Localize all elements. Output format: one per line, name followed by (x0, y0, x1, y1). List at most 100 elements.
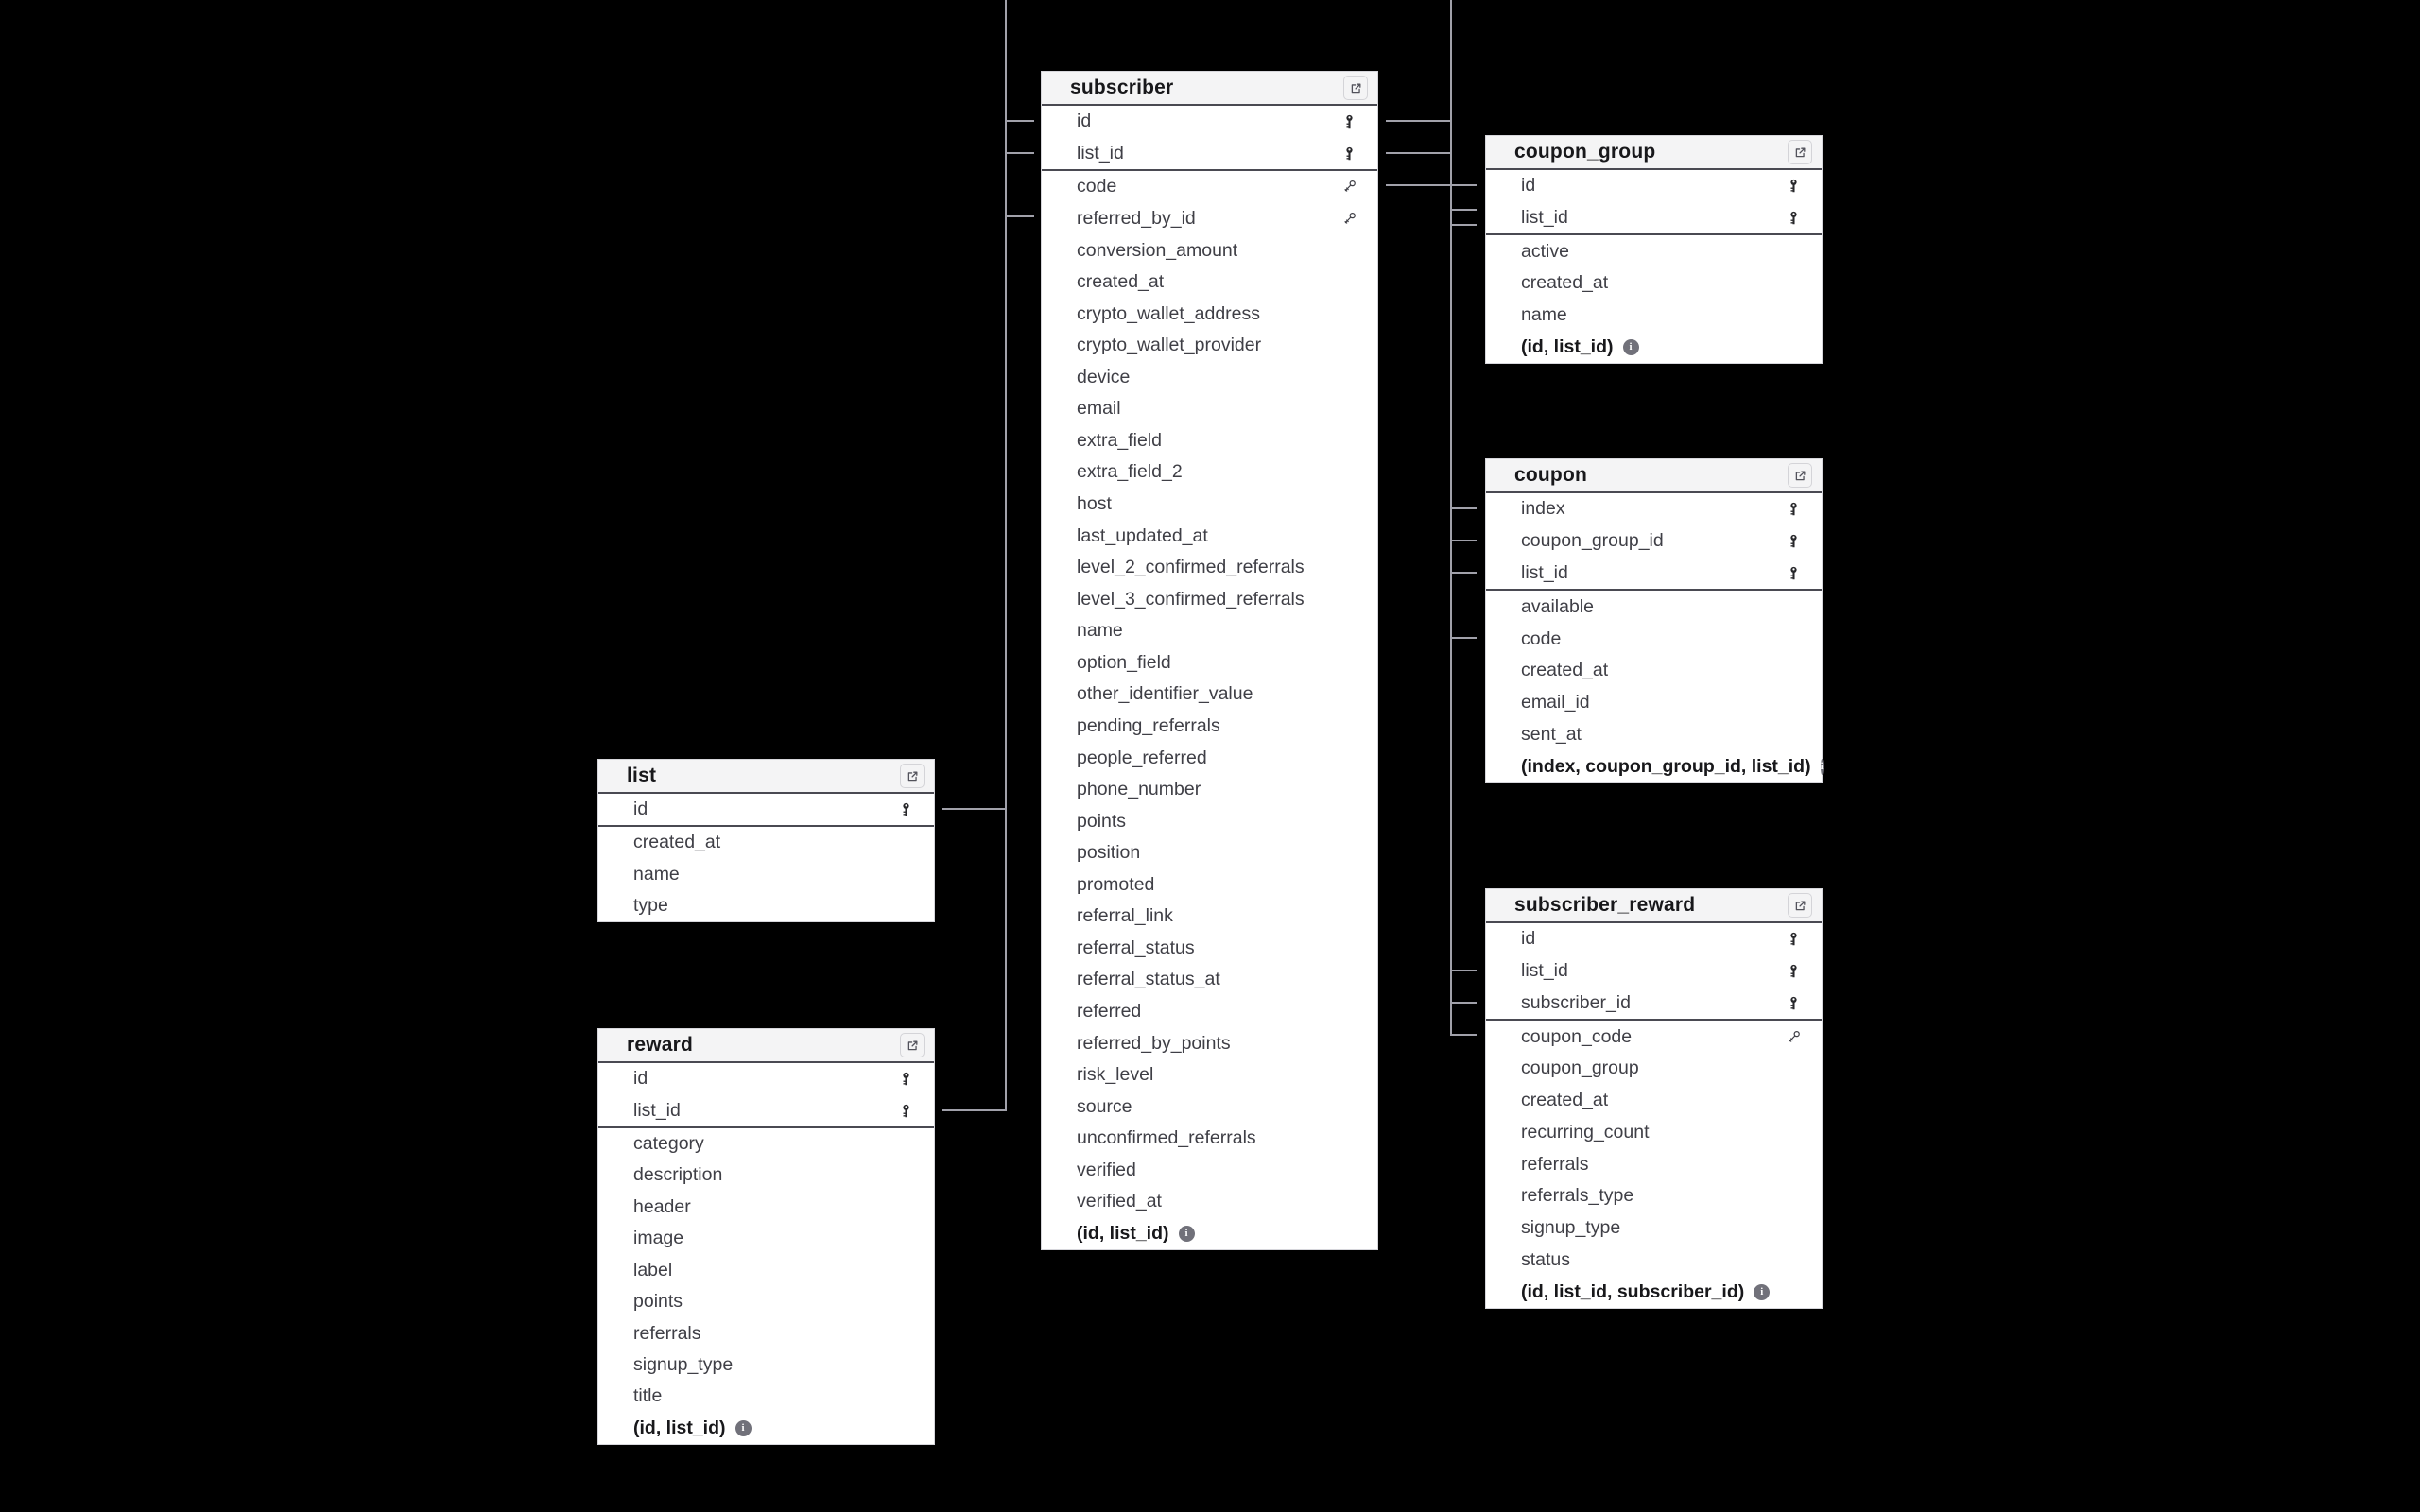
field-row: list_id (1486, 955, 1822, 988)
field-name: referred (1077, 1001, 1142, 1022)
open-table-button[interactable] (900, 764, 925, 788)
relationship-line-horizontal (1386, 120, 1452, 122)
field-name: coupon_group (1521, 1057, 1639, 1079)
primary-key-icon (898, 802, 913, 817)
field-name: promoted (1077, 873, 1155, 895)
field-name: referrals (1521, 1153, 1589, 1175)
field-name: referrals (633, 1322, 701, 1344)
info-icon[interactable]: i (1622, 338, 1639, 355)
open-table-button[interactable] (1788, 893, 1812, 918)
open-table-button[interactable] (900, 1033, 925, 1057)
table-title: reward (627, 1034, 694, 1056)
field-row: referral_link (1042, 901, 1377, 933)
relationship-line-horizontal (1450, 572, 1477, 574)
open-table-button[interactable] (1343, 76, 1368, 100)
relationship-line-horizontal (1450, 209, 1477, 211)
open-table-button[interactable] (1788, 463, 1812, 488)
field-row: level_3_confirmed_referrals (1042, 583, 1377, 615)
composite-key-row: (id, list_id)i (1486, 331, 1822, 363)
relationship-line-horizontal (1005, 152, 1034, 154)
field-name: id (1521, 175, 1536, 197)
field-row: created_at (1486, 1085, 1822, 1117)
field-row: coupon_group_id (1486, 525, 1822, 558)
field-row: points (598, 1286, 934, 1317)
field-row: referral_status_at (1042, 964, 1377, 996)
field-name: verified_at (1077, 1191, 1162, 1212)
external-link-icon (1793, 469, 1807, 483)
field-row: extra_field_2 (1042, 456, 1377, 489)
field-row: name (1486, 300, 1822, 332)
field-name: risk_level (1077, 1064, 1154, 1086)
field-row: label (598, 1255, 934, 1286)
field-name: title (633, 1385, 663, 1407)
field-row: phone_number (1042, 774, 1377, 806)
field-row: name (598, 859, 934, 890)
field-row: signup_type (598, 1349, 934, 1381)
info-icon[interactable]: i (1820, 758, 1824, 775)
field-name: phone_number (1077, 779, 1201, 800)
open-table-button[interactable] (1788, 140, 1812, 164)
field-name: name (633, 863, 680, 885)
field-name: signup_type (633, 1354, 734, 1375)
table-header: coupon_group (1486, 136, 1822, 170)
field-name: list_id (1077, 142, 1124, 163)
field-name: category (633, 1133, 704, 1155)
external-link-icon (906, 1039, 920, 1053)
field-name: subscriber_id (1521, 991, 1631, 1013)
field-name: code (1521, 627, 1562, 649)
field-name: created_at (1521, 272, 1609, 294)
field-row: available (1486, 591, 1822, 623)
relationship-line-horizontal (1386, 152, 1452, 154)
field-row: risk_level (1042, 1059, 1377, 1091)
composite-key-row: (id, list_id, subscriber_id)i (1486, 1276, 1822, 1308)
primary-key-icon (1786, 211, 1801, 226)
field-name: level_2_confirmed_referrals (1077, 557, 1305, 578)
field-row: created_at (1486, 267, 1822, 300)
field-name: image (633, 1228, 684, 1249)
field-row: recurring_count (1486, 1117, 1822, 1149)
composite-key-label: (index, coupon_group_id, list_id) (1521, 755, 1811, 777)
field-name: email (1077, 398, 1121, 420)
field-row: promoted (1042, 869, 1377, 902)
field-row: verified (1042, 1155, 1377, 1187)
field-name: created_at (1077, 271, 1165, 293)
table-header: subscriber_reward (1486, 889, 1822, 923)
relationship-line-horizontal (1005, 215, 1034, 217)
composite-key-row: (index, coupon_group_id, list_id) i (1486, 750, 1824, 782)
primary-key-icon (1341, 114, 1357, 129)
field-name: other_identifier_value (1077, 683, 1253, 705)
foreign-key-icon (1786, 1029, 1801, 1044)
relationship-line-vertical (1450, 0, 1452, 1036)
field-row: source (1042, 1091, 1377, 1123)
field-row: referrals_type (1486, 1180, 1822, 1212)
relationship-line-horizontal (1450, 970, 1477, 971)
primary-key-icon (1786, 932, 1801, 947)
field-name: extra_field (1077, 429, 1162, 451)
field-name: extra_field_2 (1077, 461, 1183, 483)
field-row: header (598, 1192, 934, 1223)
field-name: list_id (633, 1099, 681, 1121)
relationship-line-vertical (1005, 0, 1007, 1111)
relationship-line-horizontal (1450, 224, 1477, 226)
field-name: position (1077, 842, 1141, 864)
table-header: coupon (1486, 459, 1822, 493)
field-name: referred_by_id (1077, 207, 1196, 229)
field-name: verified (1077, 1159, 1136, 1180)
field-name: points (633, 1291, 683, 1313)
primary-key-icon (1786, 565, 1801, 580)
info-icon[interactable]: i (1178, 1225, 1195, 1242)
field-name: list_id (1521, 960, 1568, 982)
field-name: created_at (633, 832, 721, 853)
relationship-line-horizontal (1450, 507, 1477, 509)
field-name: name (1521, 304, 1567, 326)
field-row: image (598, 1223, 934, 1254)
info-icon[interactable]: i (1754, 1283, 1771, 1300)
field-name: header (633, 1195, 691, 1217)
field-name: last_updated_at (1077, 524, 1208, 546)
info-icon[interactable]: i (735, 1419, 752, 1436)
field-name: crypto_wallet_address (1077, 302, 1261, 324)
field-name: points (1077, 810, 1127, 832)
